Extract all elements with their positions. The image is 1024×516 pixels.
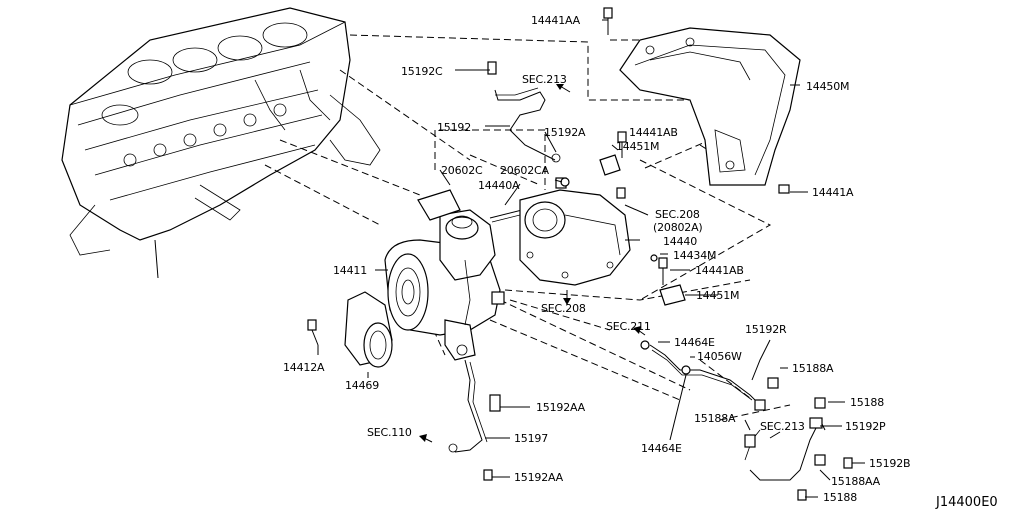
oil-tube-lower: [448, 359, 501, 453]
label-20602c: 20602C: [441, 164, 483, 177]
label-15188a-lower: 15188A: [694, 412, 736, 425]
label-14464e-bottom: 14464E: [641, 442, 682, 455]
leader-lines: [317, 19, 865, 498]
label-14441aa-top: 14441AA: [531, 14, 581, 27]
label-14441ab-top: 14441AB: [629, 126, 678, 139]
label-15192aa-mid: 15192AA: [536, 401, 586, 414]
label-sec213-lower: SEC.213: [760, 420, 805, 433]
label-20602ca: 20602CA: [500, 164, 549, 177]
label-15188aa: 15188AA: [831, 475, 881, 488]
guide-lines: [264, 34, 791, 421]
label-15192c: 15192C: [401, 65, 443, 78]
label-sec208-right: SEC.208: [655, 208, 700, 221]
label-14411: 14411: [333, 264, 367, 277]
label-sec211: SEC.211: [606, 320, 651, 333]
label-15192r: 15192R: [745, 323, 787, 336]
inlet-duct: [344, 291, 393, 368]
label-15188a-right: 15188A: [792, 362, 834, 375]
label-14450m: 14450M: [806, 80, 849, 93]
label-14434m: 14434M: [673, 249, 716, 262]
label-15192b: 15192B: [869, 457, 910, 470]
label-14440: 14440: [663, 235, 697, 248]
water-tube-p: [744, 417, 826, 481]
label-15197: 15197: [514, 432, 548, 445]
label-sec213-top: SEC.213: [522, 73, 567, 86]
engine-block: [61, 7, 381, 279]
label-14441ab-mid: 14441AB: [695, 264, 744, 277]
fasteners: [307, 7, 853, 501]
label-15192p: 15192P: [845, 420, 886, 433]
section-arrows: [419, 84, 781, 443]
label-14440a: 14440A: [478, 179, 520, 192]
heat-shield: [619, 27, 801, 186]
label-sec208-center: SEC.208: [541, 302, 586, 315]
label-15192: 15192: [437, 121, 471, 134]
label-15188-bottom: 15188: [823, 491, 857, 504]
oil-tube-upper: [487, 61, 561, 163]
label-20802a: (20802A): [653, 221, 703, 234]
label-14056w: 14056W: [697, 350, 742, 363]
label-14469: 14469: [345, 379, 379, 392]
label-14412a: 14412A: [283, 361, 325, 374]
label-15192a: 15192A: [544, 126, 586, 139]
label-sec110: SEC.110: [367, 426, 412, 439]
label-14451m-mid: 14451M: [696, 289, 739, 302]
label-15192aa-bottom: 15192AA: [514, 471, 564, 484]
turbocharger: [384, 189, 505, 361]
label-14451m-top: 14451M: [616, 140, 659, 153]
exhaust-outlet: [519, 189, 631, 286]
diagram-code: J14400E0: [935, 495, 998, 510]
part-labels: 14441AA 15192C SEC.213 14450M 15192 1519…: [283, 14, 998, 510]
label-14441a: 14441A: [812, 186, 854, 199]
label-15188-mid: 15188: [850, 396, 884, 409]
water-tube-r: [649, 344, 766, 411]
label-14464e-top: 14464E: [674, 336, 715, 349]
